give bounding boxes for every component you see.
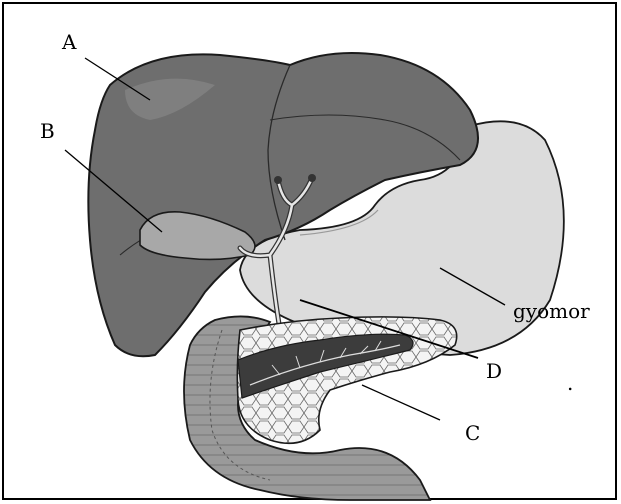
label-stomach: gyomor <box>513 299 590 323</box>
label-d: D <box>486 359 502 383</box>
label-dot: . <box>567 371 573 395</box>
label-b: B <box>40 119 55 143</box>
label-c: C <box>465 421 480 445</box>
leader-line-c <box>362 385 440 420</box>
label-a: A <box>61 30 77 54</box>
